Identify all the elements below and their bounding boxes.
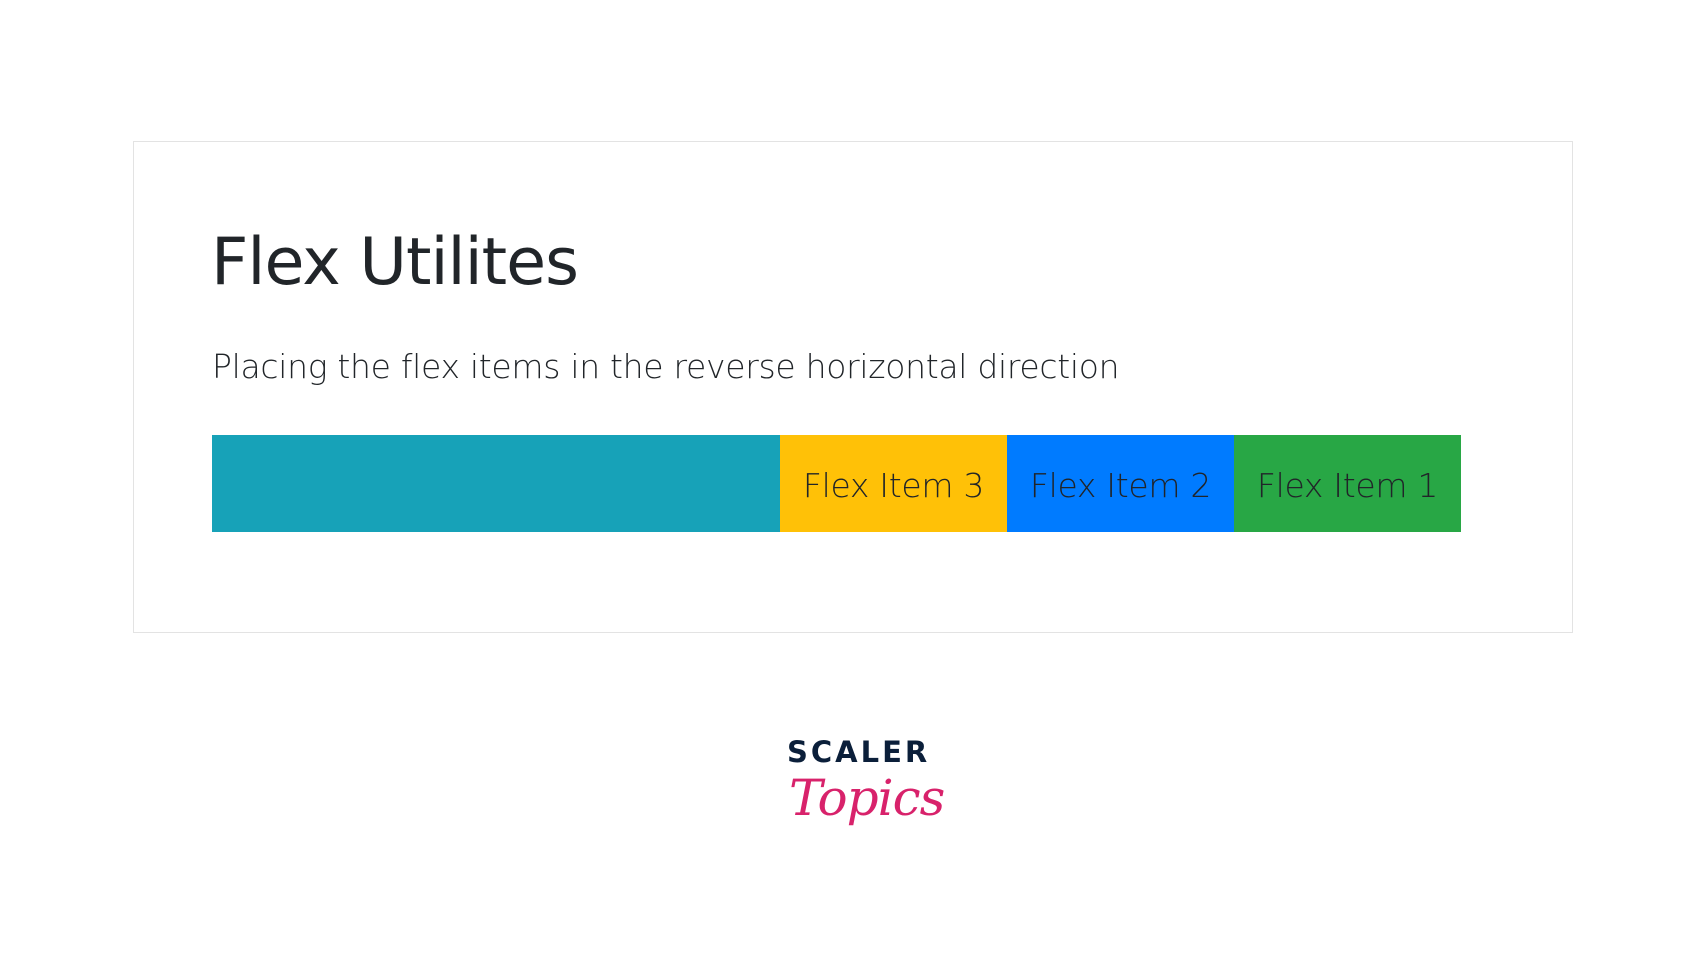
demo-card: Flex Utilites Placing the flex items in … [133, 141, 1573, 633]
flex-item-1: Flex Item 1 [1234, 435, 1461, 532]
logo-topics-text: Topics [789, 769, 945, 827]
page-title: Flex Utilites [211, 225, 579, 300]
scaler-topics-logo: SCALER Topics [781, 735, 945, 860]
flex-item-3: Flex Item 3 [780, 435, 1007, 532]
logo-scaler-text: SCALER [787, 735, 931, 769]
flex-item-2: Flex Item 2 [1007, 435, 1234, 532]
flex-container: Flex Item 1 Flex Item 2 Flex Item 3 [212, 435, 1461, 532]
flex-container-empty-space [212, 435, 780, 532]
page-subtitle: Placing the flex items in the reverse ho… [212, 347, 1120, 386]
